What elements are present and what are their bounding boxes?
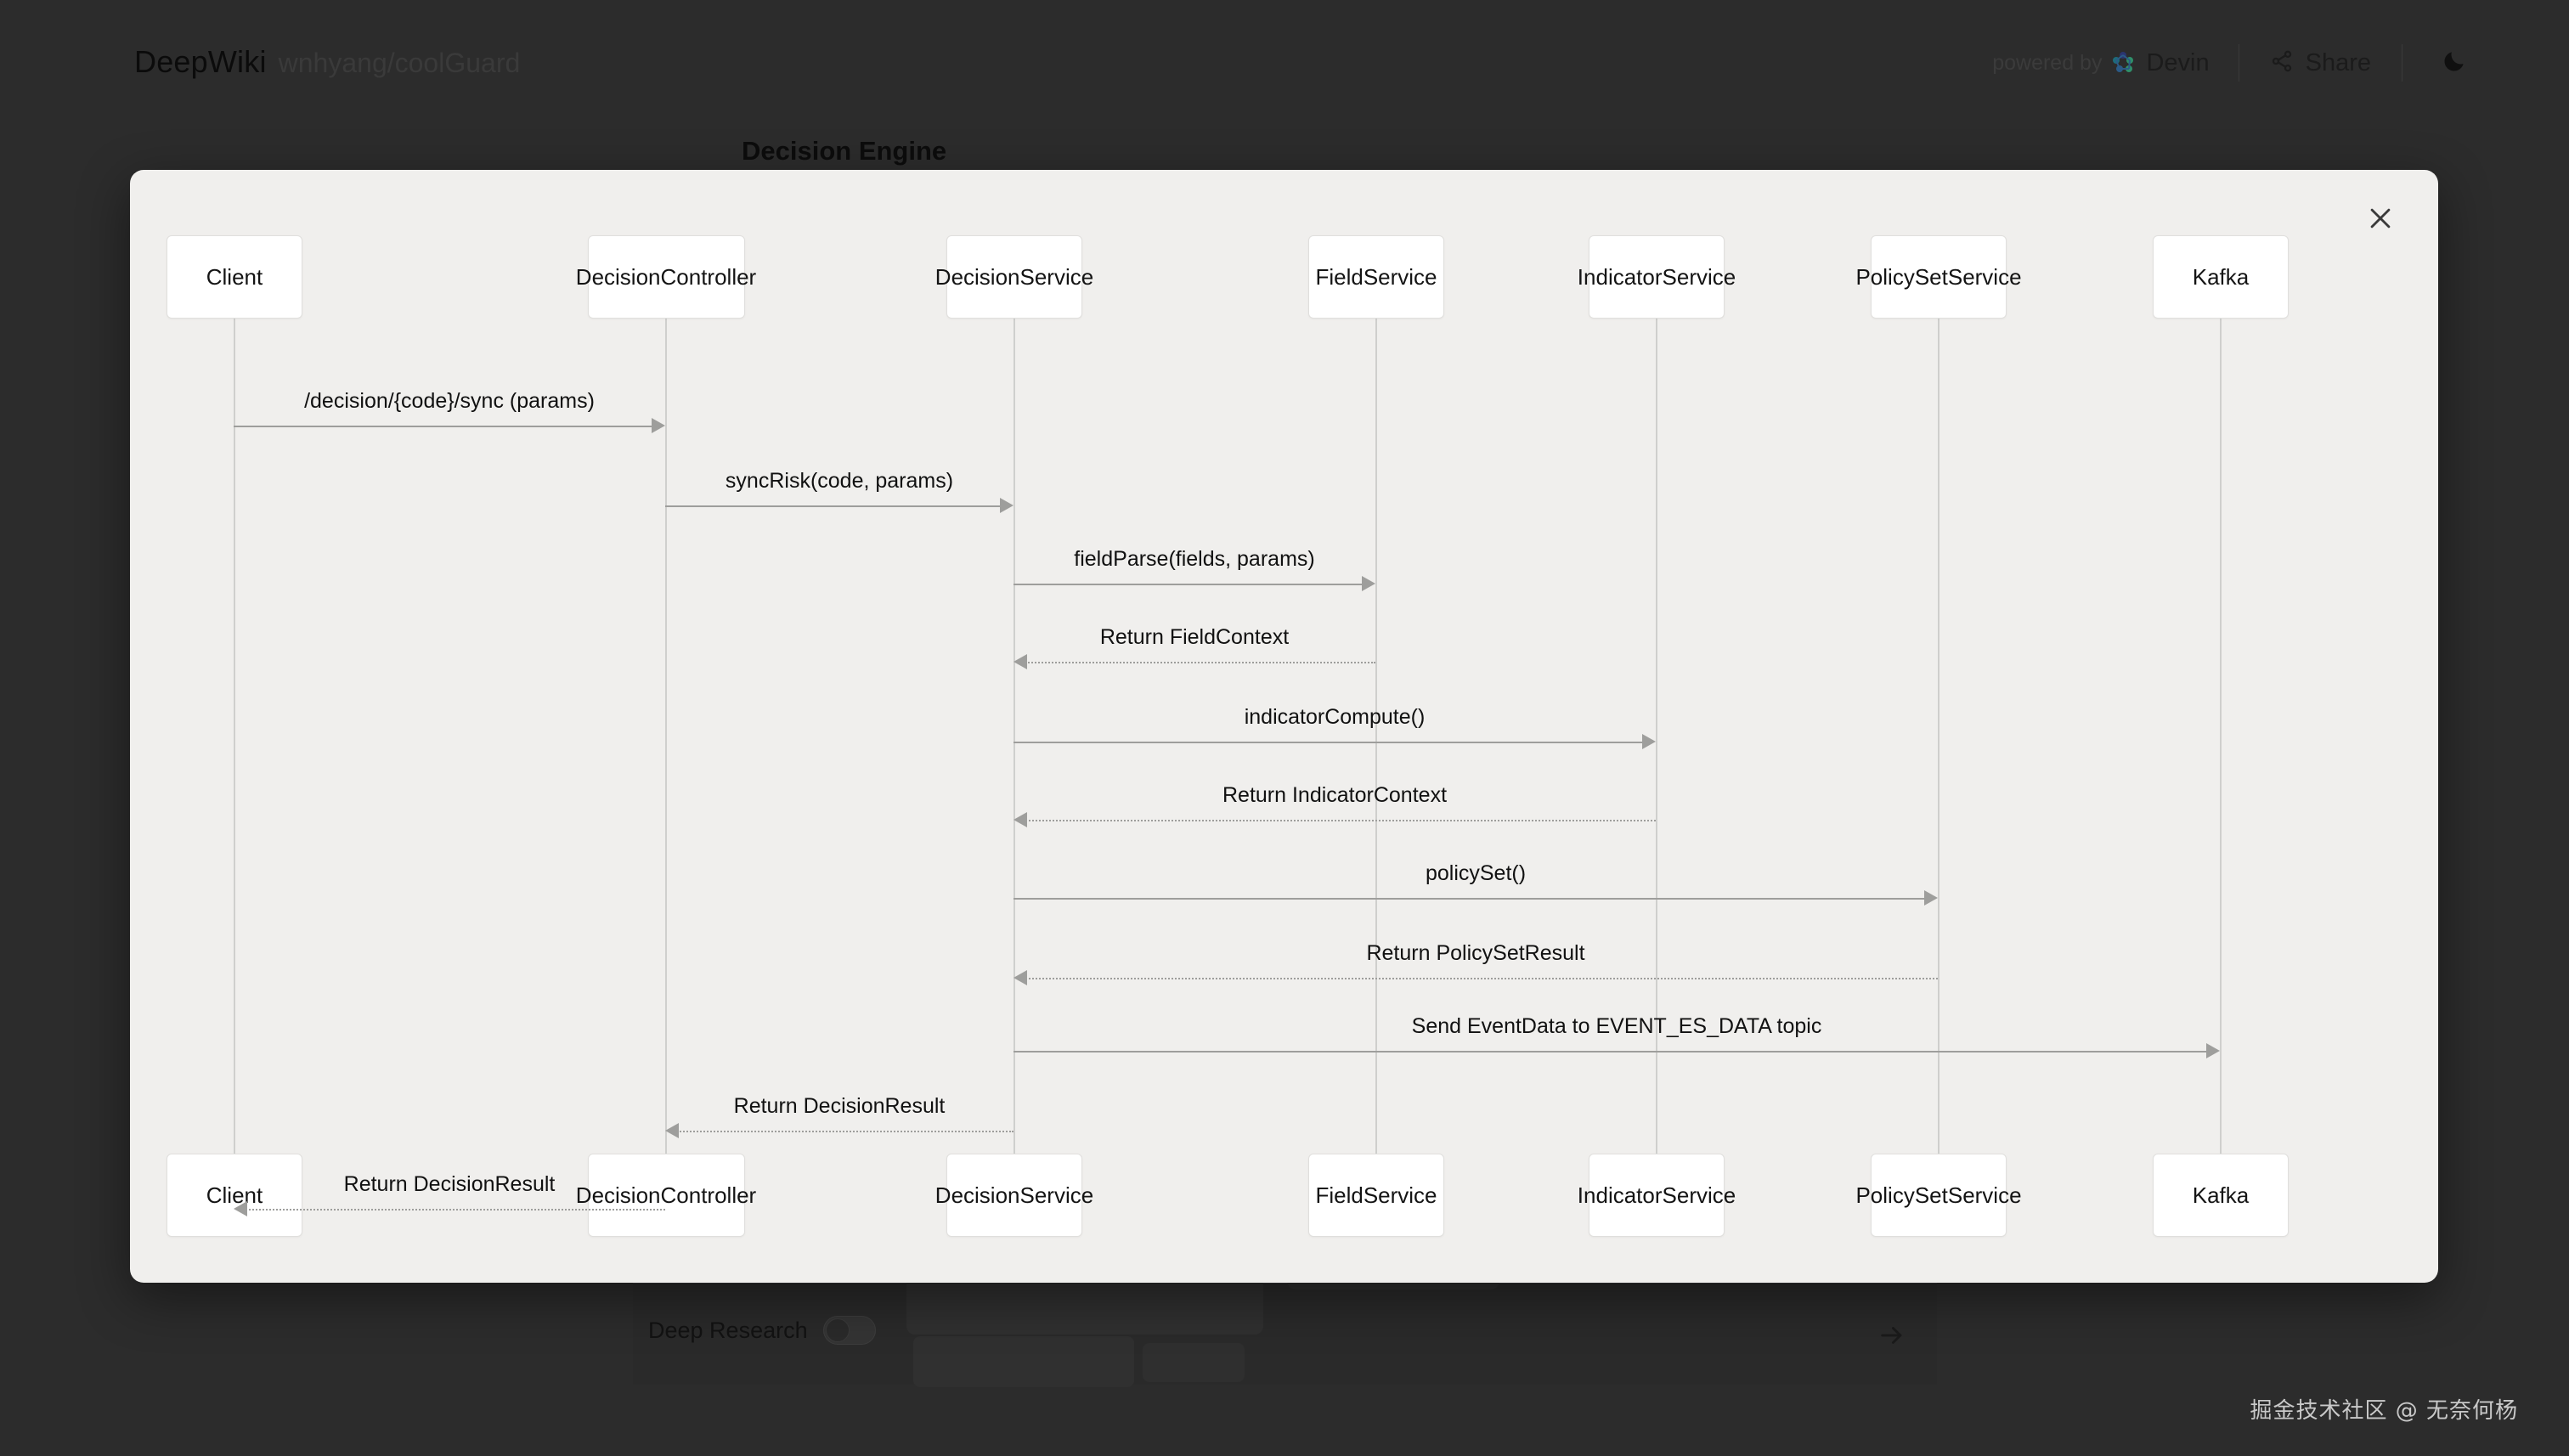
participant-box-bottom-client[interactable]: Client xyxy=(167,1154,302,1237)
arrow-head-left-icon xyxy=(1013,970,1027,985)
participant-box-top-fieldservice[interactable]: FieldService xyxy=(1308,235,1444,319)
deep-research-row: Deep Research xyxy=(648,1316,876,1345)
repo-breadcrumb[interactable]: wnhyang/coolGuard xyxy=(278,48,521,78)
message-line xyxy=(1025,820,1656,821)
participant-box-bottom-fieldservice[interactable]: FieldService xyxy=(1308,1154,1444,1237)
chat-input-inner: Deep Research xyxy=(633,1209,1937,1387)
message-line xyxy=(246,1209,665,1211)
message-line xyxy=(665,505,1002,507)
message-label: /decision/{code}/sync (params) xyxy=(304,389,595,413)
arrow-head-left-icon xyxy=(665,1123,679,1138)
message-label: Return FieldContext xyxy=(1099,625,1290,649)
background-placeholder-c xyxy=(913,1336,1134,1387)
background-placeholder-d xyxy=(1143,1343,1245,1382)
share-label[interactable]: Share xyxy=(2305,48,2371,76)
participant-label: DecisionController xyxy=(575,1182,757,1208)
arrow-head-right-icon xyxy=(1642,734,1656,749)
header-actions: powered by Devin xyxy=(1992,44,2467,82)
brand-name[interactable]: DeepWiki xyxy=(134,44,267,79)
participant-label: IndicatorService xyxy=(1577,263,1736,290)
message-label: syncRisk(code, params) xyxy=(725,469,954,493)
toggle-knob xyxy=(825,1318,850,1342)
message-label: Return DecisionResult xyxy=(343,1172,556,1196)
theme-toggle-button[interactable] xyxy=(2402,48,2467,78)
lifeline-fieldservice xyxy=(1375,319,1377,1154)
deep-research-label: Deep Research xyxy=(648,1317,808,1343)
arrow-head-left-icon xyxy=(234,1201,247,1216)
arrow-head-right-icon xyxy=(652,418,665,433)
lifeline-policysetservice xyxy=(1938,319,1939,1154)
message-line xyxy=(1013,898,1926,900)
participant-box-top-indicatorservice[interactable]: IndicatorService xyxy=(1578,235,1736,319)
brand-area[interactable]: DeepWiki wnhyang/coolGuard xyxy=(134,44,520,80)
participant-box-top-policysetservice[interactable]: PolicySetService xyxy=(1855,235,2022,319)
lifeline-decisioncontroller xyxy=(665,319,667,1154)
participant-box-top-decisioncontroller[interactable]: DecisionController xyxy=(576,235,756,319)
powered-by-label: powered by xyxy=(1992,50,2103,75)
lifeline-decisionservice xyxy=(1013,319,1015,1154)
participant-label: DecisionController xyxy=(575,263,757,290)
chat-input-panel: Deep Research xyxy=(633,1209,1937,1387)
message-label: fieldParse(fields, params) xyxy=(1074,547,1315,571)
deep-research-toggle[interactable] xyxy=(822,1316,876,1345)
arrow-head-right-icon xyxy=(2206,1043,2220,1058)
watermark-text: 掘金技术社区 @ 无奈何杨 xyxy=(2250,1398,2518,1424)
devin-logo-icon xyxy=(2112,51,2136,75)
participant-box-top-kafka[interactable]: Kafka xyxy=(2153,235,2289,319)
moon-icon xyxy=(2442,48,2467,78)
arrow-head-right-icon xyxy=(1362,576,1375,591)
participant-box-bottom-decisionservice[interactable]: DecisionService xyxy=(935,1154,1093,1237)
message-label: Send EventData to EVENT_ES_DATA topic xyxy=(1411,1014,1822,1038)
send-arrow-icon[interactable] xyxy=(1877,1321,1906,1350)
participant-label: Kafka xyxy=(2192,1182,2250,1208)
participant-box-bottom-kafka[interactable]: Kafka xyxy=(2153,1154,2289,1237)
lifeline-client xyxy=(234,319,235,1154)
participant-box-bottom-indicatorservice[interactable]: IndicatorService xyxy=(1578,1154,1736,1237)
message-line xyxy=(1013,1051,2208,1052)
share-icon xyxy=(2270,49,2294,77)
devin-label[interactable]: Devin xyxy=(2146,48,2210,76)
participant-box-bottom-decisioncontroller[interactable]: DecisionController xyxy=(576,1154,756,1237)
page-title: Decision Engine xyxy=(742,136,947,166)
top-header-bar: DeepWiki wnhyang/coolGuard powered by De… xyxy=(0,0,2569,136)
lifeline-kafka xyxy=(2220,319,2222,1154)
message-line xyxy=(1013,742,1644,743)
message-line xyxy=(234,426,653,427)
close-icon[interactable] xyxy=(2363,201,2397,235)
message-line xyxy=(677,1131,1013,1132)
message-label: indicatorCompute() xyxy=(1244,705,1426,729)
participant-box-bottom-policysetservice[interactable]: PolicySetService xyxy=(1855,1154,2022,1237)
participant-label: Client xyxy=(206,263,263,290)
participant-label: FieldService xyxy=(1315,1182,1437,1208)
participant-box-top-client[interactable]: Client xyxy=(167,235,302,319)
message-label: policySet() xyxy=(1425,861,1527,885)
lifeline-indicatorservice xyxy=(1656,319,1657,1154)
participant-box-top-decisionservice[interactable]: DecisionService xyxy=(935,235,1093,319)
message-line xyxy=(1025,662,1375,663)
powered-by-devin[interactable]: powered by Devin xyxy=(1992,49,2238,77)
arrow-head-left-icon xyxy=(1013,812,1027,827)
arrow-head-right-icon xyxy=(1924,890,1938,906)
participant-label: IndicatorService xyxy=(1577,1182,1736,1208)
arrow-head-right-icon xyxy=(1000,498,1013,513)
participant-label: PolicySetService xyxy=(1855,1182,2022,1208)
arrow-head-left-icon xyxy=(1013,654,1027,669)
participant-label: FieldService xyxy=(1315,263,1437,290)
message-label: Return DecisionResult xyxy=(733,1094,946,1118)
message-label: Return PolicySetResult xyxy=(1366,941,1585,965)
participant-label: Kafka xyxy=(2192,263,2250,290)
participant-label: DecisionService xyxy=(934,1182,1094,1208)
message-line xyxy=(1025,978,1938,979)
message-label: Return IndicatorContext xyxy=(1222,783,1448,807)
share-button[interactable]: Share xyxy=(2239,49,2402,77)
participant-label: PolicySetService xyxy=(1855,263,2022,290)
message-line xyxy=(1013,584,1364,585)
participant-label: DecisionService xyxy=(934,263,1094,290)
